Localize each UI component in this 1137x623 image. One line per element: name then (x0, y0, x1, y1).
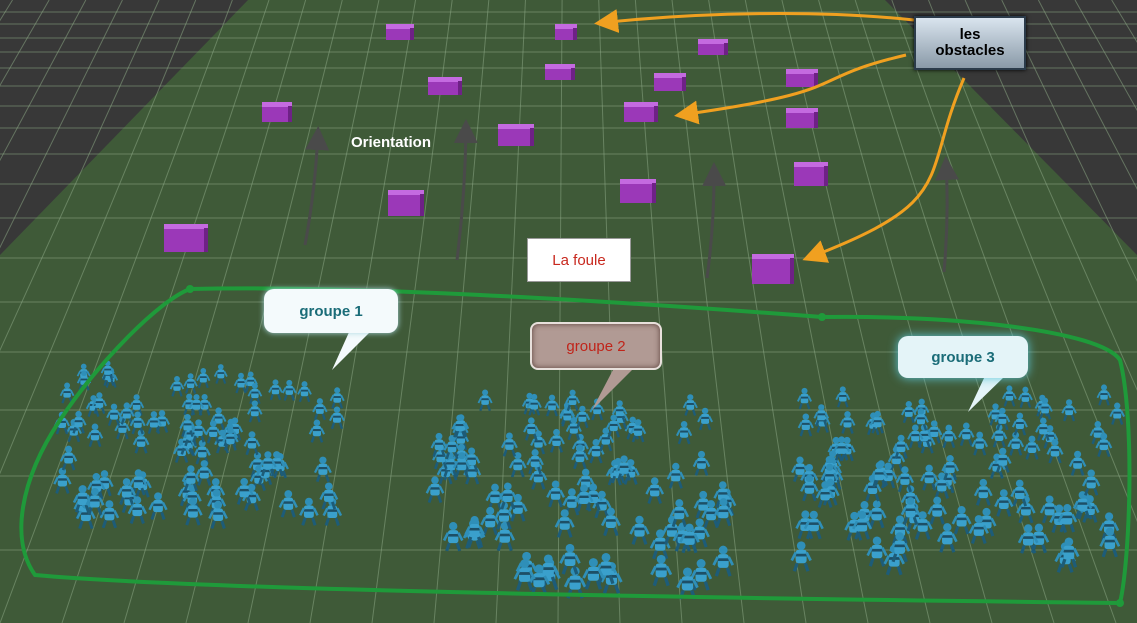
direction-arrow-icon (303, 126, 330, 246)
orientation-arrows-layer (303, 119, 959, 279)
obstacle-box-icon (620, 179, 656, 203)
obstacle-box-icon (555, 24, 577, 40)
obstacle-box-icon (752, 254, 794, 284)
direction-arrow-icon (702, 162, 727, 279)
orientation-label: Orientation (350, 133, 431, 151)
obstacle-box-icon (654, 73, 686, 91)
obstacle-box-icon (786, 69, 818, 87)
obstacle-box-icon (794, 162, 828, 186)
obstacle-box-icon (262, 102, 292, 122)
obstacle-box-icon (388, 190, 424, 216)
obstacle-box-icon (498, 124, 534, 146)
group-3-label: groupe 3 (898, 336, 1028, 378)
obstacle-box-icon (545, 64, 575, 80)
obstacles-layer (164, 24, 828, 284)
obstacle-box-icon (386, 24, 414, 40)
direction-arrow-icon (934, 156, 959, 273)
obstacle-box-icon (624, 102, 658, 122)
obstacle-box-icon (428, 77, 462, 95)
obstacle-box-icon (698, 39, 728, 55)
obstacle-box-icon (786, 108, 818, 128)
direction-arrow-icon (453, 119, 478, 261)
group-1-label: groupe 1 (264, 289, 398, 333)
obstacles-label: les obstacles (914, 16, 1026, 70)
obstacle-box-icon (164, 224, 208, 252)
obstacle-pointer-arrows (594, 9, 966, 263)
crowd-label: La foule (527, 238, 631, 282)
group-2-label: groupe 2 (530, 322, 662, 370)
